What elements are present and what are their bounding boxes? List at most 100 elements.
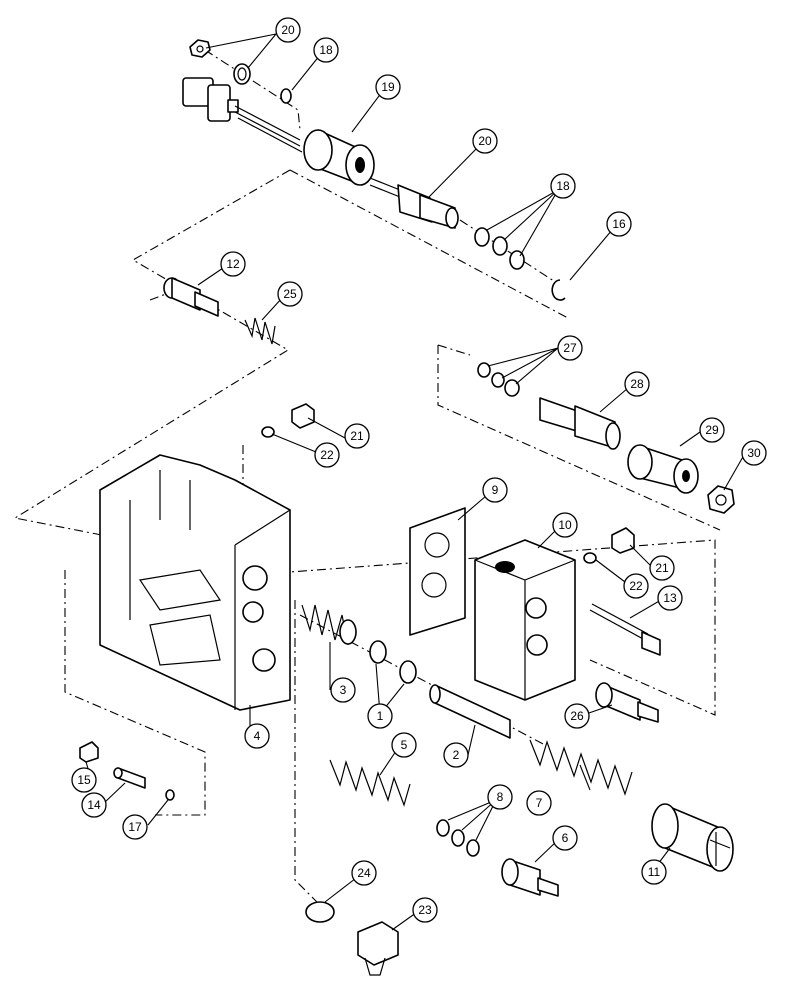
callout-30: 30: [741, 440, 767, 466]
callout-6: 6: [552, 825, 578, 851]
plug-21-mid: [611, 527, 635, 554]
callout-14-label: 14: [87, 798, 101, 812]
callout-20-top-label: 20: [281, 23, 295, 37]
callout-20-mid: 20: [472, 128, 498, 154]
callout-7-label: 7: [536, 796, 543, 810]
callout-18-mid-label: 18: [556, 179, 570, 193]
callout-10-label: 10: [558, 518, 572, 532]
callout-18-mid: 18: [550, 173, 576, 199]
callout-23-label: 23: [418, 903, 432, 917]
callout-27: 27: [557, 335, 583, 361]
callout-22-top: 22: [314, 442, 340, 468]
washer-22-top: [261, 426, 275, 438]
plug-21-top: [291, 403, 315, 429]
callout-2: 2: [443, 742, 469, 768]
callout-21-top: 21: [344, 423, 370, 449]
pin-14: [113, 767, 146, 789]
callout-30-label: 30: [747, 446, 761, 460]
callout-18-top-label: 18: [319, 43, 333, 57]
callout-17-label: 17: [128, 820, 142, 834]
plunger-12: [163, 277, 219, 317]
callout-7: 7: [526, 790, 552, 816]
callout-6-label: 6: [562, 831, 569, 845]
plug-15: [79, 741, 99, 763]
washers-8: [436, 819, 480, 857]
callout-5-label: 5: [401, 738, 408, 752]
spring-3: [301, 604, 357, 646]
callout-9-label: 9: [492, 483, 499, 497]
callout-8-label: 8: [497, 790, 504, 804]
callout-12-label: 12: [226, 257, 240, 271]
callout-3: 3: [330, 677, 356, 703]
callout-28-label: 28: [630, 377, 644, 391]
pin-2: [429, 684, 511, 739]
spring-5: [329, 759, 411, 807]
callout-3-label: 3: [340, 683, 347, 697]
washer-top: [233, 63, 251, 85]
callout-21-top-label: 21: [350, 429, 364, 443]
callout-22-mid-label: 22: [629, 579, 643, 593]
callout-11-label: 11: [648, 865, 661, 879]
callout-19: 19: [375, 74, 401, 100]
callout-22-top-label: 22: [320, 448, 334, 462]
callout-17: 17: [122, 814, 148, 840]
spring-7: [529, 739, 633, 796]
callout-1-label: 1: [377, 709, 384, 723]
gasket-9: [409, 507, 466, 636]
coil-29: [627, 444, 699, 494]
block-10: [474, 539, 576, 701]
callout-22-mid: 22: [623, 573, 649, 599]
pressure-switch-28: [539, 397, 621, 450]
snap-ring: [551, 279, 566, 301]
plunger-11: [651, 803, 734, 872]
callout-24-label: 24: [357, 866, 371, 880]
callout-21-mid: 21: [649, 555, 675, 581]
callout-14: 14: [81, 792, 107, 818]
hex-nut-top: [189, 39, 211, 58]
callout-25-label: 25: [283, 287, 297, 301]
callout-24: 24: [351, 860, 377, 886]
solenoid-valve-cartridge: [369, 177, 459, 229]
plug-23: [357, 921, 399, 976]
callout-13-label: 13: [663, 591, 677, 605]
washers-1: [369, 640, 417, 684]
callout-18-top: 18: [313, 37, 339, 63]
callout-25: 25: [277, 281, 303, 307]
callout-29: 29: [699, 417, 725, 443]
callout-21-mid-label: 21: [655, 561, 669, 575]
callout-20-top: 20: [275, 17, 301, 43]
piston-6: [501, 858, 559, 897]
spring-25: [244, 317, 276, 345]
callout-28: 28: [624, 371, 650, 397]
callout-5: 5: [391, 732, 417, 758]
callout-20-mid-label: 20: [478, 134, 492, 148]
callout-10: 10: [552, 512, 578, 538]
o-rings-mid: [474, 227, 525, 270]
callout-12: 12: [220, 251, 246, 277]
callout-1: 1: [367, 703, 393, 729]
callout-4-label: 4: [254, 729, 261, 743]
bolt-13: [589, 603, 661, 656]
solenoid-connector: [182, 77, 303, 153]
o-ring-24: [305, 901, 335, 923]
callout-15: 15: [71, 767, 97, 793]
callout-9: 9: [482, 477, 508, 503]
o-rings-27: [477, 362, 520, 397]
callout-26-label: 26: [570, 709, 584, 723]
washer-22-mid: [583, 552, 597, 564]
o-ring-top: [280, 88, 292, 104]
callout-8: 8: [487, 784, 513, 810]
callout-16: 16: [606, 211, 632, 237]
hex-nut-30: [707, 485, 735, 514]
o-ring-17: [165, 789, 175, 801]
solenoid-coil: [303, 129, 375, 186]
callout-4: 4: [244, 723, 270, 749]
callout-11: 11: [641, 859, 667, 885]
callout-13: 13: [657, 585, 683, 611]
sensor-26: [595, 682, 659, 723]
callout-19-label: 19: [381, 80, 395, 94]
valve-housing: [99, 454, 291, 711]
callout-23: 23: [412, 897, 438, 923]
callout-26: 26: [564, 703, 590, 729]
